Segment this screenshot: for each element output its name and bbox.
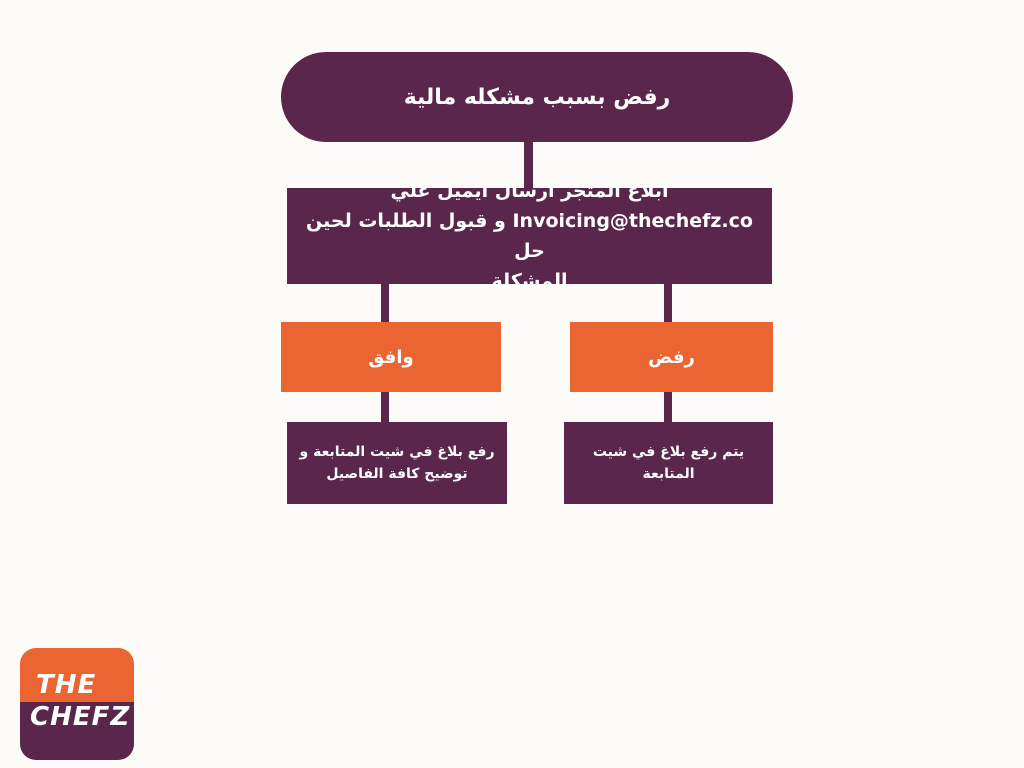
accept-outcome-line-2: توضيح كافة الفاصيل [326, 466, 468, 482]
notify-line-3: المشكلة [491, 270, 568, 292]
reject-outcome-node: يتم رفع بلاغ في شيت المتابعة [564, 422, 773, 504]
root-node-label: رفض بسبب مشكله مالية [403, 84, 671, 110]
notify-line-1: ابلاغ المتجر ارسال ايميل علي [390, 180, 669, 202]
logo-word-chefz: CHEFZ [30, 702, 131, 732]
notify-line-2: Invoicing@thechefz.co و قبول الطلبات لحي… [306, 210, 753, 262]
accept-outcome-node: رفع بلاغ في شيت المتابعة و توضيح كافة ال… [287, 422, 507, 504]
reject-outcome-line-2: المتابعة [642, 466, 695, 482]
connector-notify-to-reject [664, 284, 672, 322]
accept-outcome-line-1: رفع بلاغ في شيت المتابعة و [299, 444, 495, 460]
logo-word-the: THE [36, 670, 97, 700]
root-node: رفض بسبب مشكله مالية [281, 52, 793, 142]
accept-decision-label: وافق [368, 346, 414, 368]
connector-reject-to-note [664, 392, 672, 422]
logo-bottom-band [20, 702, 134, 760]
notify-merchant-node: ابلاغ المتجر ارسال ايميل علي Invoicing@t… [287, 180, 772, 292]
reject-decision-label: رفض [648, 346, 695, 368]
connector-root-to-notify [524, 142, 533, 188]
connector-accept-to-note [381, 392, 389, 422]
the-chefz-logo: THE CHEFZ [20, 648, 134, 760]
accept-outcome-text: رفع بلاغ في شيت المتابعة و توضيح كافة ال… [300, 441, 495, 485]
connector-notify-to-accept [381, 284, 389, 322]
reject-decision-node: رفض [570, 322, 773, 392]
notify-merchant-text: ابلاغ المتجر ارسال ايميل علي Invoicing@t… [295, 176, 764, 296]
reject-outcome-line-1: يتم رفع بلاغ في شيت [592, 444, 745, 460]
reject-outcome-text: يتم رفع بلاغ في شيت المتابعة [593, 441, 744, 485]
logo-top-band [20, 648, 134, 702]
accept-decision-node: وافق [281, 322, 501, 392]
